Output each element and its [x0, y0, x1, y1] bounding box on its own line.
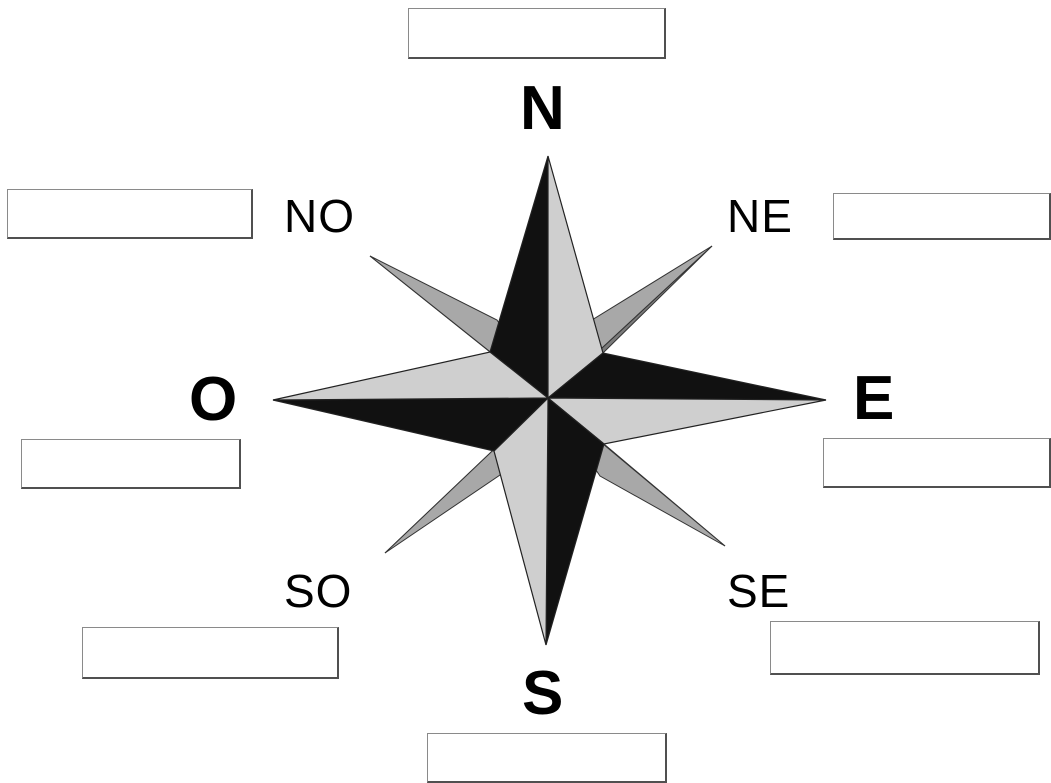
- label-northeast: NE: [727, 193, 793, 239]
- compass-point-west: [273, 352, 548, 451]
- label-east: E: [853, 368, 894, 430]
- label-south: S: [522, 663, 563, 725]
- label-north: N: [520, 78, 565, 140]
- label-southwest: SO: [284, 568, 352, 614]
- answer-field-north[interactable]: [408, 8, 666, 59]
- answer-field-northwest[interactable]: [7, 189, 253, 239]
- answer-field-southeast[interactable]: [770, 621, 1040, 675]
- label-northwest: NO: [284, 193, 355, 239]
- answer-field-southwest[interactable]: [82, 627, 339, 679]
- label-southeast: SE: [727, 568, 790, 614]
- label-west: O: [189, 369, 237, 431]
- answer-field-northeast[interactable]: [833, 193, 1051, 240]
- answer-field-east[interactable]: [823, 438, 1051, 488]
- compass-point-north: [490, 156, 603, 398]
- compass-point-east: [548, 353, 826, 444]
- answer-field-west[interactable]: [21, 439, 241, 489]
- answer-field-south[interactable]: [427, 733, 667, 783]
